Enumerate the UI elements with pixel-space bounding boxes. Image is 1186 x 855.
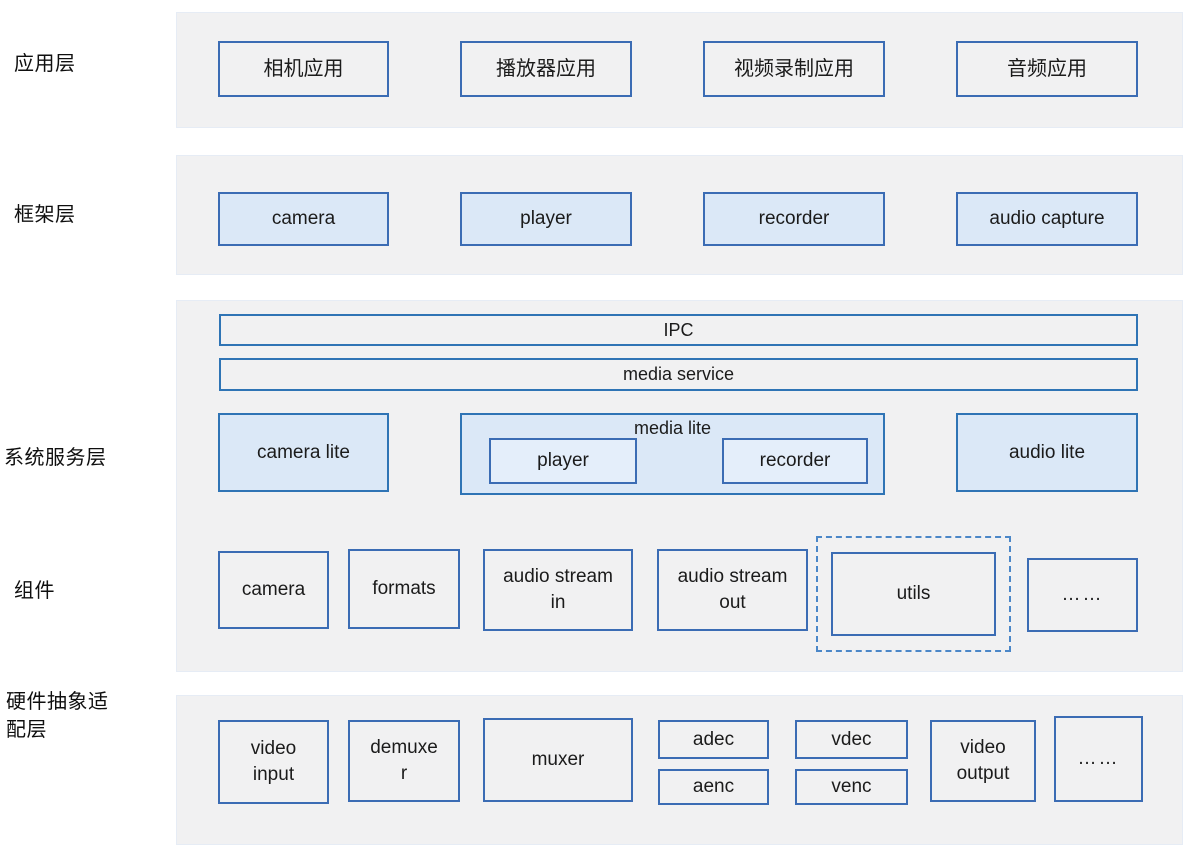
- panel-system-service-layer: IPC media service camera lite media lite…: [176, 300, 1183, 672]
- media-lite-player-box: player: [489, 438, 637, 484]
- component-box-audio-stream-in: audio stream in: [483, 549, 633, 631]
- app-box-video-record-app: 视频录制应用: [703, 41, 885, 97]
- component-box-more-label: ……: [1061, 584, 1104, 606]
- panel-hal-layer: video input demuxer muxer adec aenc vdec…: [176, 695, 1183, 845]
- audio-lite-box: audio lite: [956, 413, 1138, 492]
- layer-label-system-service: 系统服务层: [4, 447, 107, 469]
- hal-box-muxer: muxer: [483, 718, 633, 802]
- camera-lite-box: camera lite: [218, 413, 389, 492]
- hal-box-more-label: ……: [1077, 748, 1120, 770]
- media-lite-group: media lite player recorder: [460, 413, 885, 495]
- hal-box-video-output: video output: [930, 720, 1036, 802]
- hal-box-video-input-label: video input: [250, 738, 297, 785]
- hal-box-adec: adec: [658, 720, 769, 759]
- media-service-bar: media service: [219, 358, 1138, 391]
- layer-label-app: 应用层: [14, 53, 76, 75]
- component-box-formats: formats: [348, 549, 460, 629]
- framework-box-recorder: recorder: [703, 192, 885, 246]
- component-box-audio-stream-out-label: audio stream out: [677, 566, 788, 613]
- hal-box-video-output-label: video output: [956, 737, 1010, 784]
- app-box-audio-app: 音频应用: [956, 41, 1138, 97]
- layer-label-components: 组件: [14, 580, 55, 602]
- framework-box-camera: camera: [218, 192, 389, 246]
- framework-box-player: player: [460, 192, 632, 246]
- hal-box-vdec: vdec: [795, 720, 908, 759]
- hal-box-aenc: aenc: [658, 769, 769, 805]
- hal-box-more: ……: [1054, 716, 1143, 802]
- component-box-more: ……: [1027, 558, 1138, 632]
- component-box-utils: utils: [831, 552, 996, 636]
- component-box-camera: camera: [218, 551, 329, 629]
- hal-box-video-input: video input: [218, 720, 329, 804]
- layer-label-hal: 硬件抽象适配层: [6, 691, 109, 741]
- utils-dashed-frame: utils: [816, 536, 1011, 652]
- ipc-bar: IPC: [219, 314, 1138, 346]
- hal-box-demuxer: demuxer: [348, 720, 460, 802]
- component-box-audio-stream-in-label: audio stream in: [503, 566, 613, 613]
- media-lite-recorder-box: recorder: [722, 438, 868, 484]
- component-box-audio-stream-out: audio stream out: [657, 549, 808, 631]
- hal-box-venc: venc: [795, 769, 908, 805]
- media-lite-label: media lite: [633, 418, 712, 438]
- app-box-player-app: 播放器应用: [460, 41, 632, 97]
- framework-box-audio-capture: audio capture: [956, 192, 1138, 246]
- hal-box-demuxer-label: demuxer: [370, 737, 438, 784]
- app-box-camera-app: 相机应用: [218, 41, 389, 97]
- panel-framework-layer: camera player recorder audio capture: [176, 155, 1183, 275]
- panel-app-layer: 相机应用 播放器应用 视频录制应用 音频应用: [176, 12, 1183, 128]
- layer-label-framework: 框架层: [14, 204, 76, 226]
